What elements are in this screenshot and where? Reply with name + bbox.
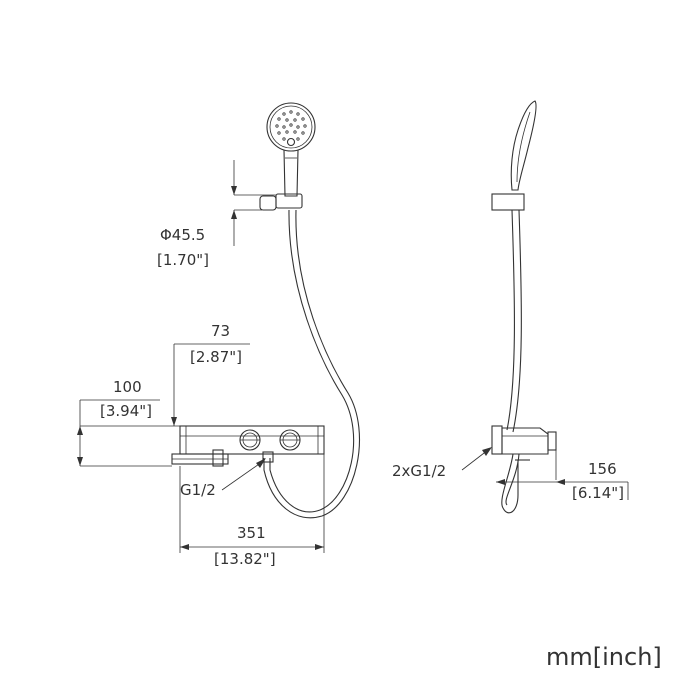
shower-hose — [269, 209, 355, 513]
inlet-leader: G1/2 — [180, 458, 266, 499]
inlet-label: G1/2 — [180, 481, 216, 499]
thermostat-body — [179, 425, 325, 455]
height-dimension: 100 [3.94"] — [77, 378, 180, 467]
side-inlet-label: 2xG1/2 — [392, 462, 446, 480]
hand-shower-head — [266, 102, 316, 197]
height-inch-label: [3.94"] — [100, 402, 152, 420]
side-view: 2xG1/2 156 [6.14"] — [392, 100, 629, 514]
spray-nozzles — [275, 110, 307, 141]
side-hose — [506, 209, 515, 431]
hose-outlet — [262, 451, 274, 463]
unit-note: mm[inch] — [546, 643, 662, 671]
holder-dimension: Φ45.5 [1.70"] — [157, 160, 276, 269]
temperature-knob — [239, 429, 261, 451]
offset-label: 73 — [211, 322, 230, 340]
diameter-inch-label: [1.70"] — [157, 251, 209, 269]
width-label: 351 — [237, 524, 266, 542]
width-dimension: 351 [13.82"] — [179, 454, 325, 568]
flow-knob — [279, 429, 301, 451]
depth-inch-label: [6.14"] — [572, 484, 624, 502]
diameter-label: Φ45.5 — [160, 226, 205, 244]
shower-holder — [259, 193, 303, 211]
depth-dimension: 156 [6.14"] — [496, 450, 629, 502]
depth-label: 156 — [588, 460, 617, 478]
width-inch-label: [13.82"] — [214, 550, 276, 568]
height-label: 100 — [113, 378, 142, 396]
inlet-connector — [171, 449, 229, 467]
side-holder — [491, 193, 525, 211]
front-view: Φ45.5 [1.70"] — [77, 102, 360, 568]
hand-shower-profile — [510, 100, 537, 191]
offset-dimension: 73 [2.87"] — [171, 322, 250, 426]
offset-inch-label: [2.87"] — [190, 348, 242, 366]
side-inlet-leader: 2xG1/2 — [392, 447, 492, 480]
side-body — [491, 425, 557, 455]
